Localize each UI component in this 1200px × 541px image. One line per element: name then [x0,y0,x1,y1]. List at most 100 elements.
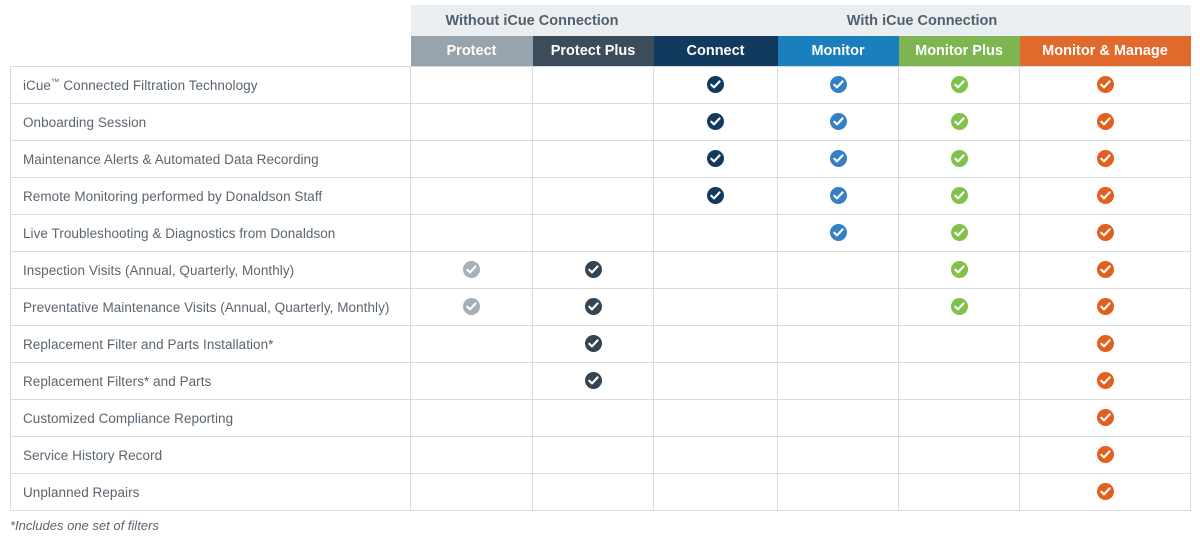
check-icon [1096,187,1114,205]
cell-protect [410,177,533,215]
check-icon [1096,372,1114,390]
cell-monitor [777,288,900,326]
check-icon [950,298,968,316]
check-icon [707,113,725,131]
cell-protect [410,214,533,252]
plan-header-connect[interactable]: Connect [653,36,778,67]
cell-monitorplus [898,66,1021,104]
cell-protectplus [532,214,655,252]
cell-monitorplus [898,436,1021,474]
cell-monitormanage [1019,362,1192,400]
plan-header-monitor-manage[interactable]: Monitor & Manage [1019,36,1191,67]
cell-protectplus [532,251,655,289]
cell-protectplus [532,436,655,474]
table-row: iCue™ Connected Filtration Technology [10,66,1192,104]
feature-label: Remote Monitoring performed by Donaldson… [10,177,411,215]
cell-monitormanage [1019,251,1192,289]
feature-label: Replacement Filter and Parts Installatio… [10,325,411,363]
cell-protectplus [532,140,655,178]
table-row: Replacement Filter and Parts Installatio… [10,325,1192,363]
cell-protect [410,251,533,289]
cell-protectplus [532,473,655,511]
check-icon [1096,261,1114,279]
feature-label: iCue™ Connected Filtration Technology [10,66,411,104]
cell-protect [410,288,533,326]
cell-protectplus [532,325,655,363]
group-header-row: Without iCue Connection With iCue Connec… [10,5,1191,36]
cell-monitor [777,177,900,215]
cell-protect [410,66,533,104]
cell-protect [410,140,533,178]
cell-monitormanage [1019,177,1192,215]
cell-monitorplus [898,473,1021,511]
cell-monitorplus [898,140,1021,178]
cell-connect [653,362,779,400]
check-icon [1096,224,1114,242]
table-row: Inspection Visits (Annual, Quarterly, Mo… [10,251,1192,289]
check-icon [584,261,602,279]
table-row: Customized Compliance Reporting [10,399,1192,437]
cell-protect [410,362,533,400]
check-icon [584,335,602,353]
check-icon [1096,76,1114,94]
cell-monitormanage [1019,473,1192,511]
cell-connect [653,399,779,437]
plan-header-protect[interactable]: Protect [410,36,533,67]
feature-label: Replacement Filters* and Parts [10,362,411,400]
cell-monitorplus [898,214,1021,252]
feature-label: Unplanned Repairs [10,473,411,511]
cell-monitor [777,436,900,474]
cell-connect [653,140,779,178]
cell-monitorplus [898,288,1021,326]
group-header-without-icue: Without iCue Connection [410,5,654,36]
check-icon [463,298,480,316]
check-icon [829,224,847,242]
cell-monitormanage [1019,288,1192,326]
plan-header-protect-plus[interactable]: Protect Plus [532,36,654,67]
check-icon [1096,483,1114,501]
cell-connect [653,288,779,326]
cell-monitormanage [1019,66,1192,104]
table-row: Preventative Maintenance Visits (Annual,… [10,288,1192,326]
plan-header-monitor-plus[interactable]: Monitor Plus [898,36,1020,67]
cell-protect [410,103,533,141]
check-icon [1096,335,1114,353]
cell-protect [410,436,533,474]
cell-connect [653,473,779,511]
group-header-with-icue: With iCue Connection [653,5,1191,36]
check-icon [1096,113,1114,131]
check-icon [707,150,725,168]
cell-protect [410,399,533,437]
feature-label: Inspection Visits (Annual, Quarterly, Mo… [10,251,411,289]
cell-monitormanage [1019,325,1192,363]
check-icon [707,76,725,94]
cell-monitor [777,362,900,400]
cell-protectplus [532,399,655,437]
check-icon [950,76,968,94]
plan-header-row: Protect Protect Plus Connect Monitor Mon… [10,36,1191,67]
feature-label: Onboarding Session [10,103,411,141]
cell-monitor [777,214,900,252]
cell-connect [653,325,779,363]
table-row: Unplanned Repairs [10,473,1192,511]
check-icon [829,76,847,94]
table-row: Onboarding Session [10,103,1192,141]
feature-label: Customized Compliance Reporting [10,399,411,437]
cell-connect [653,177,779,215]
check-icon [950,113,968,131]
check-icon [829,113,847,131]
table-row: Maintenance Alerts & Automated Data Reco… [10,140,1192,178]
cell-protect [410,325,533,363]
cell-monitor [777,399,900,437]
cell-monitormanage [1019,436,1192,474]
header-title-spacer [10,5,411,36]
table-row: Remote Monitoring performed by Donaldson… [10,177,1192,215]
cell-monitorplus [898,103,1021,141]
feature-label: Preventative Maintenance Visits (Annual,… [10,288,411,326]
cell-connect [653,103,779,141]
plan-header-monitor[interactable]: Monitor [777,36,899,67]
check-icon [950,261,968,279]
cell-monitorplus [898,325,1021,363]
footnote: *Includes one set of filters [10,518,159,533]
